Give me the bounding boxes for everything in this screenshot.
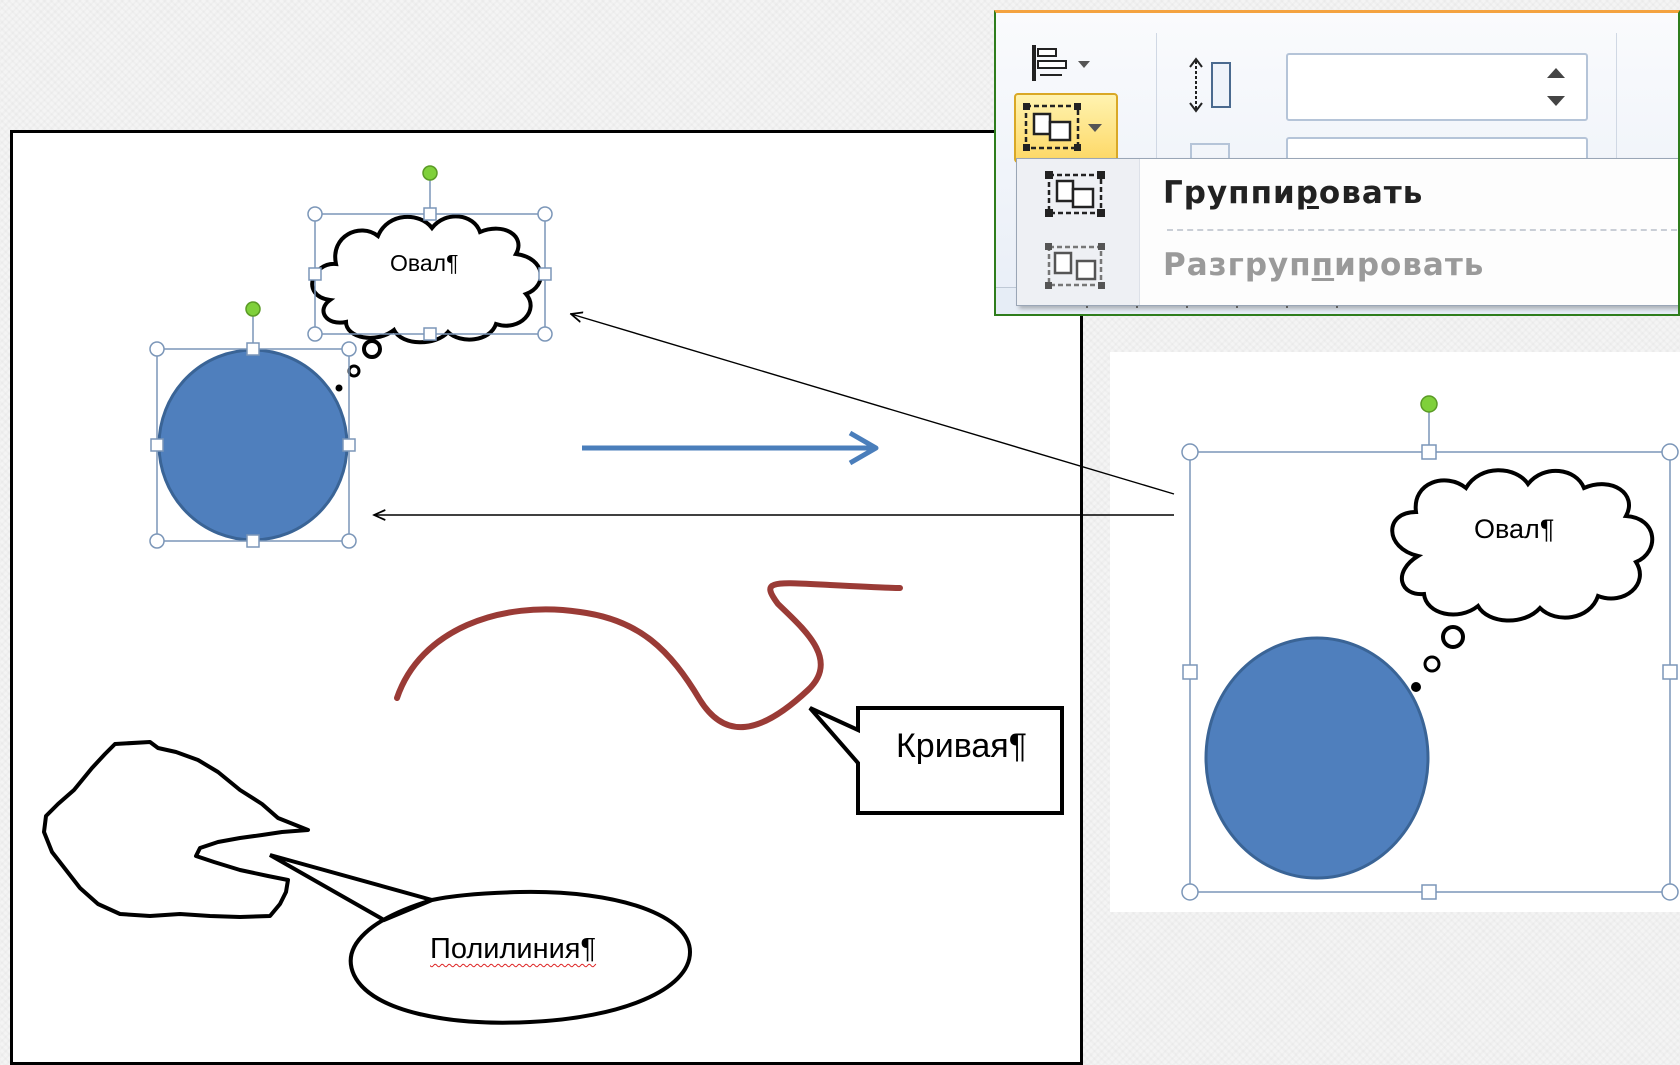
group-objects-icon bbox=[1023, 103, 1102, 151]
transform-arrow bbox=[582, 430, 879, 466]
resize-handles[interactable] bbox=[307, 206, 553, 342]
curve-callout[interactable] bbox=[808, 706, 1064, 815]
ribbon-separator bbox=[1616, 33, 1617, 273]
cloud-tail-bubble-medium bbox=[347, 364, 361, 378]
ribbon-arrange-group: Группировать Разгруппировать bbox=[994, 10, 1680, 316]
group-icon bbox=[1045, 171, 1105, 217]
rotation-handle[interactable] bbox=[245, 301, 261, 317]
blue-circle-grouped bbox=[1204, 636, 1430, 880]
align-left-icon bbox=[1032, 45, 1090, 81]
menu-item-ungroup[interactable]: Разгруппировать bbox=[1017, 233, 1678, 299]
grouped-cloud-callout-text[interactable]: Овал¶ bbox=[1474, 514, 1555, 544]
grouped-object[interactable] bbox=[1181, 395, 1679, 901]
spin-up-icon[interactable] bbox=[1544, 65, 1568, 81]
menu-divider bbox=[1167, 229, 1677, 231]
spin-arrows[interactable] bbox=[1544, 65, 1568, 109]
group-dropdown-menu: Группировать Разгруппировать bbox=[1016, 158, 1678, 306]
cloud-callout-text[interactable]: Овал¶ bbox=[390, 250, 459, 276]
cloud-callout-left[interactable] bbox=[307, 165, 553, 392]
align-button[interactable] bbox=[1028, 41, 1100, 85]
polyline-callout[interactable] bbox=[269, 853, 693, 1025]
menu-icon-gutter bbox=[1017, 159, 1140, 305]
pointer-arrow-to-cloud bbox=[571, 314, 1175, 495]
polyline-shape[interactable] bbox=[42, 740, 310, 919]
oval-shape-left[interactable] bbox=[149, 301, 357, 549]
menu-item-group-label: Группировать bbox=[1163, 175, 1424, 211]
resize-handles[interactable] bbox=[1181, 443, 1679, 901]
menu-item-ungroup-label: Разгруппировать bbox=[1163, 247, 1485, 283]
blue-circle bbox=[157, 348, 349, 542]
ungroup-icon bbox=[1045, 243, 1105, 289]
polyline-callout-text[interactable]: Полилиния¶ bbox=[430, 933, 597, 965]
cloud-tail-bubble-large bbox=[1441, 625, 1465, 649]
freeform-curve[interactable] bbox=[394, 580, 903, 731]
shape-height-button[interactable] bbox=[1184, 55, 1240, 115]
rotation-handle[interactable] bbox=[1420, 395, 1438, 413]
menu-item-group[interactable]: Группировать bbox=[1017, 161, 1678, 227]
cloud-tail-bubble-small bbox=[1411, 682, 1421, 692]
curve-callout-text[interactable]: Кривая¶ bbox=[896, 727, 1027, 765]
ribbon-separator bbox=[1156, 33, 1157, 273]
resize-handles[interactable] bbox=[149, 341, 357, 549]
cloud-tail-bubble-small bbox=[335, 384, 343, 392]
shape-height-field[interactable] bbox=[1286, 53, 1588, 121]
cloud-tail-bubble-medium bbox=[1423, 655, 1441, 673]
cloud-shape bbox=[310, 214, 543, 345]
cloud-shape-grouped bbox=[1390, 468, 1655, 623]
shape-height-icon bbox=[1189, 57, 1231, 113]
group-dropdown-button[interactable] bbox=[1014, 93, 1118, 163]
spin-down-icon[interactable] bbox=[1544, 93, 1568, 109]
rotation-handle[interactable] bbox=[422, 165, 438, 181]
cloud-tail-bubble-large bbox=[362, 339, 382, 359]
